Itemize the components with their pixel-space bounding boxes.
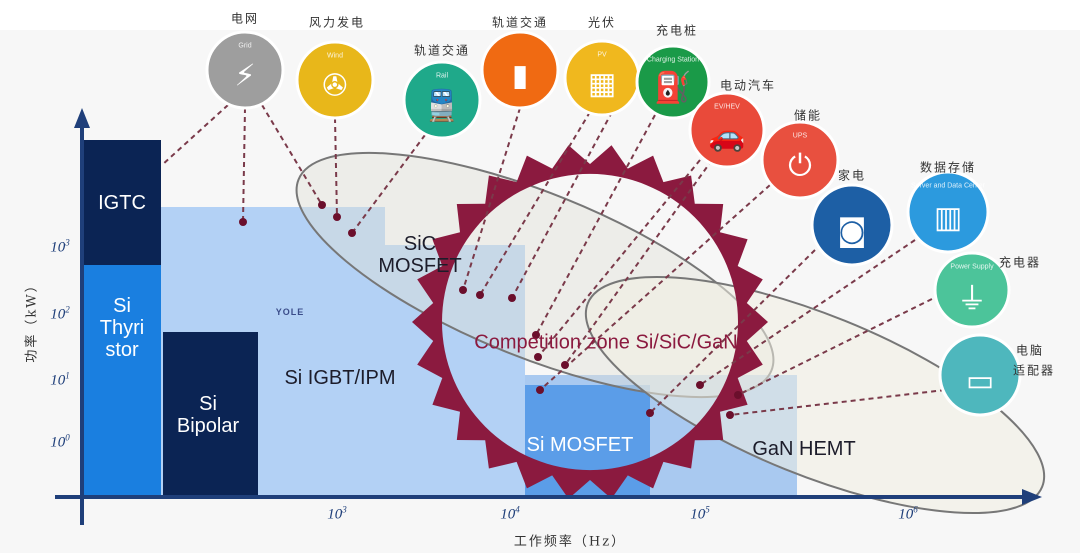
charger-label: 充电器 — [998, 255, 1042, 270]
wind-icon-circle — [295, 40, 375, 120]
y-axis-label: 功率（kW） — [24, 277, 40, 363]
data-storage-icon-text: Server and Data Center — [911, 182, 985, 190]
charging-station-label: 充电桩 — [655, 23, 699, 38]
ups-icon-text: UPS — [792, 132, 808, 140]
battery-icon: ▮ — [511, 58, 529, 94]
grid-icon-text: Grid — [238, 42, 252, 50]
igtc-region — [83, 140, 161, 265]
charging-station-icon-text: Charging Station — [646, 56, 700, 64]
y-tick-1e3: 103 — [50, 237, 70, 256]
ev-label: 电动汽车 — [719, 78, 777, 93]
pc-adapter-icon-circle — [938, 333, 1022, 417]
si-mosfet-label: Si MOSFET — [526, 434, 634, 456]
charging-station-icon-circle — [635, 44, 711, 120]
si-bipolar-region — [163, 332, 258, 497]
pv-icon: ▦ — [587, 66, 617, 102]
ups-label: 储能 — [793, 108, 823, 123]
ev-icon-circle — [688, 91, 766, 169]
ev-icon-text: EV/HEV — [714, 103, 740, 111]
si-thyristor-region — [83, 265, 161, 497]
rail-icon-circle — [402, 60, 482, 140]
data-storage-label: 数据存储 — [919, 160, 977, 175]
appliance-icon: ◙ — [837, 213, 867, 249]
pv-icon-text: PV — [597, 51, 607, 59]
charging-station-icon: ⛽ — [654, 70, 692, 106]
data-storage-icon-circle — [906, 170, 990, 254]
appliance-icon-circle — [810, 183, 894, 267]
y-tick-1e1: 101 — [50, 370, 70, 389]
charger-icon: ⏚ — [957, 282, 987, 317]
x-axis-arrow — [1022, 489, 1042, 505]
gan-hemt-label: GaN HEMT — [752, 438, 856, 460]
gan-hemt-ellipse — [584, 275, 1046, 515]
data-storage-icon: ▥ — [933, 200, 963, 236]
igtc-label: IGTC — [98, 192, 146, 214]
x-tick-1e4: 104 — [500, 504, 520, 523]
rail-icon: 🚆 — [423, 88, 461, 124]
pc-adapter-label: 电脑 — [1015, 343, 1045, 358]
y-axis-arrow — [74, 108, 90, 128]
battery-label: 轨道交通 — [491, 15, 549, 30]
charger-icon-text: Power Supply — [950, 263, 994, 271]
x-tick-1e5: 105 — [690, 504, 710, 523]
wind-label: 风力发电 — [308, 15, 366, 30]
yole-logo: YOLE — [275, 307, 305, 317]
ups-icon-circle — [760, 120, 840, 200]
battery-icon-circle — [480, 30, 560, 110]
grid-label: 电网 — [230, 11, 260, 26]
application-dots — [239, 201, 742, 419]
si-igbt-label: Si IGBT/IPM — [284, 367, 396, 389]
pc-adapter-icon: ▭ — [965, 363, 995, 399]
grid-icon: ⚡ — [234, 58, 256, 94]
appliance-label: 家电 — [837, 168, 867, 183]
wind-icon-text: Wind — [327, 52, 343, 60]
wind-icon: ✇ — [322, 68, 348, 104]
charger-icon-circle — [933, 251, 1011, 329]
ups-icon: ⏻ — [788, 148, 812, 184]
rail-label: 轨道交通 — [413, 43, 471, 58]
y-tick-1e0: 100 — [50, 432, 70, 451]
x-tick-1e3: 103 — [327, 504, 347, 523]
x-axis-label: 工作频率（Hz） — [513, 534, 627, 550]
pc-adapter-label-line2: 适配器 — [1012, 363, 1056, 378]
competition-zone-label: Competition zone Si/SiC/GaN — [474, 331, 738, 354]
leader-lines — [161, 104, 946, 416]
pv-label: 光伏 — [587, 15, 617, 30]
ev-icon: 🚗 — [708, 118, 746, 154]
x-tick-1e6: 106 — [898, 504, 918, 523]
rail-icon-text: Rail — [435, 72, 449, 80]
y-tick-1e2: 102 — [50, 304, 70, 323]
grid-icon-circle — [205, 30, 285, 110]
